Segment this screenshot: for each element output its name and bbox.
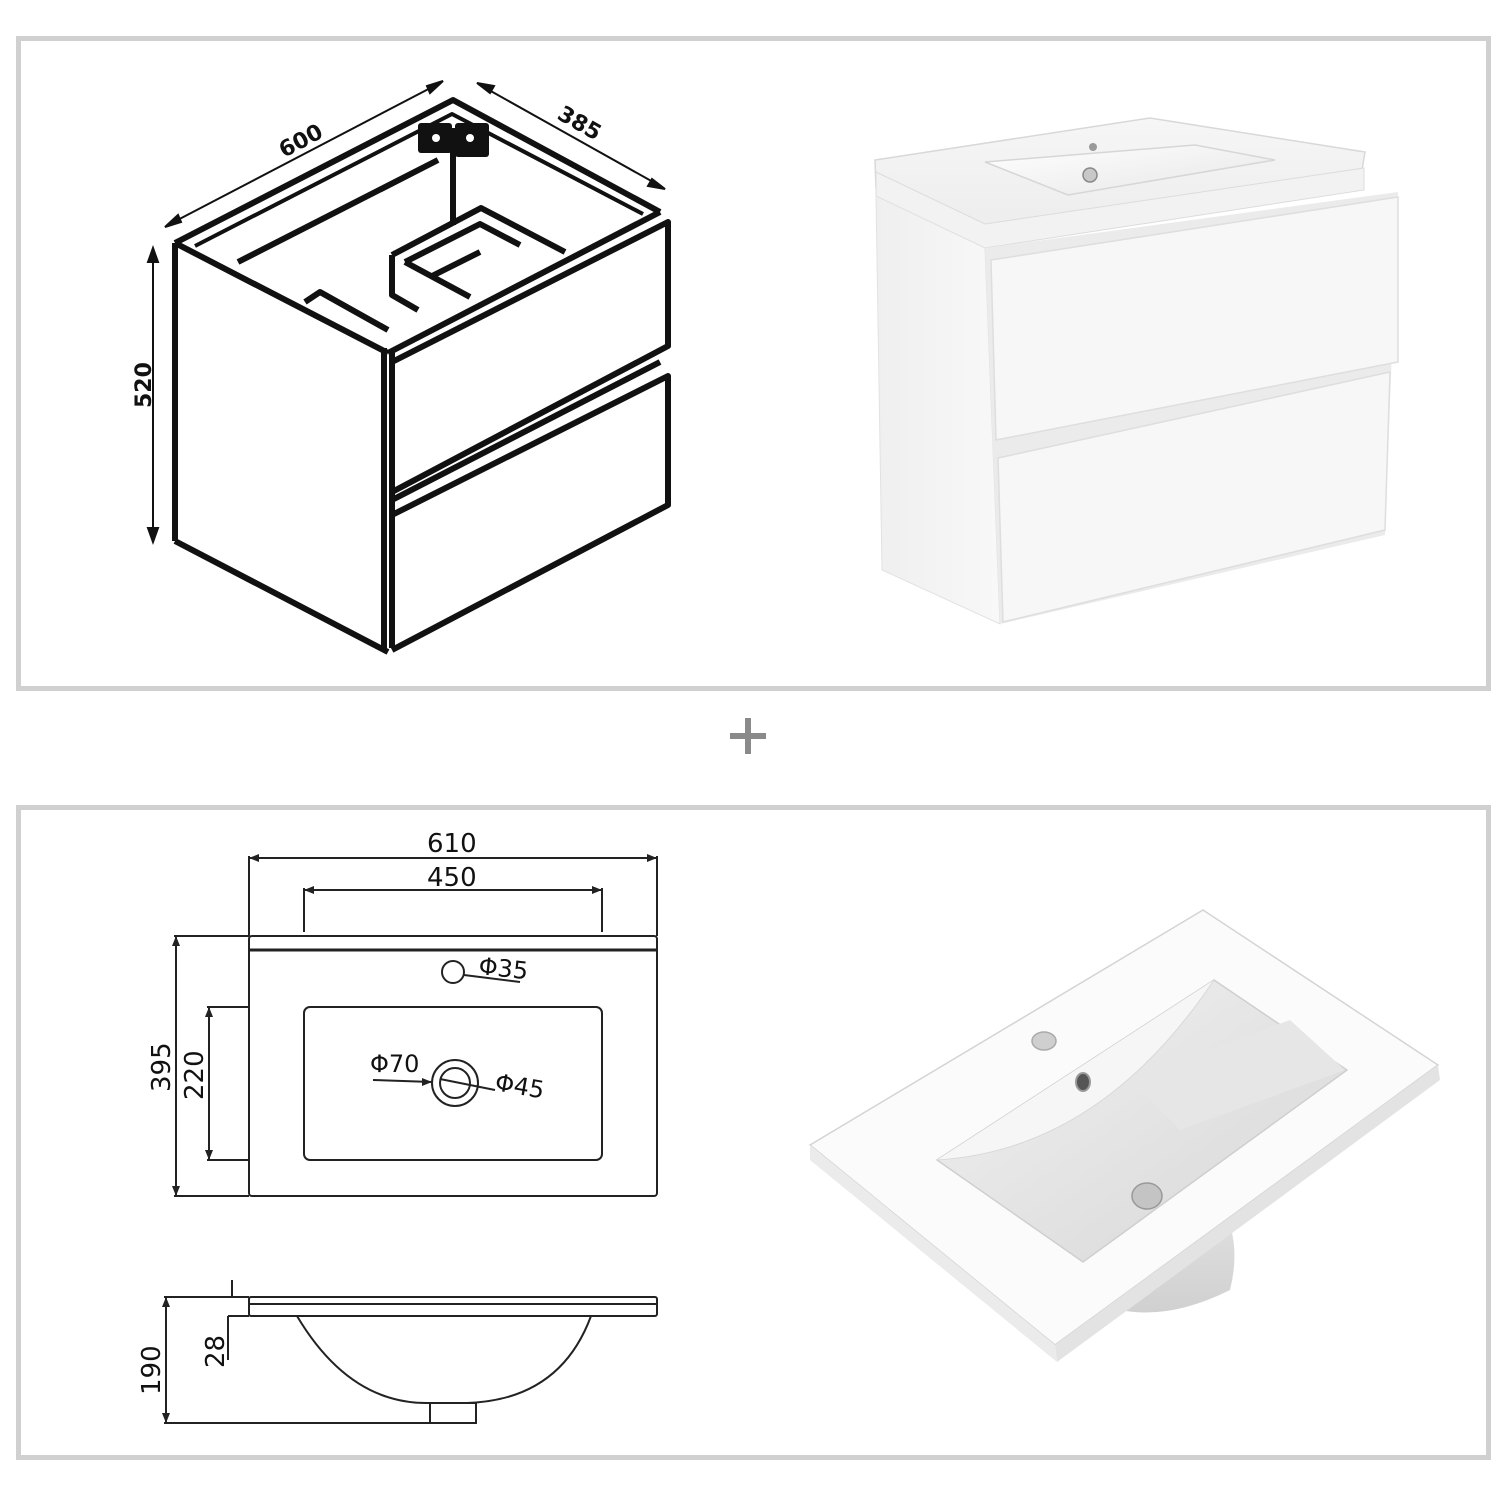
overall-depth-label: 395 xyxy=(147,1042,177,1092)
bowl-width-label: 450 xyxy=(427,863,477,893)
bowl-depth-label: 220 xyxy=(180,1050,210,1100)
plus-icon xyxy=(730,718,766,754)
side-height-label: 190 xyxy=(137,1345,167,1395)
overall-width-label: 610 xyxy=(427,829,477,859)
cabinet-height-label: 520 xyxy=(132,362,157,408)
tap-hole-label: Φ35 xyxy=(477,952,529,985)
rim-thickness-label: 28 xyxy=(201,1335,231,1368)
drain-outer-label: Φ70 xyxy=(370,1050,419,1078)
